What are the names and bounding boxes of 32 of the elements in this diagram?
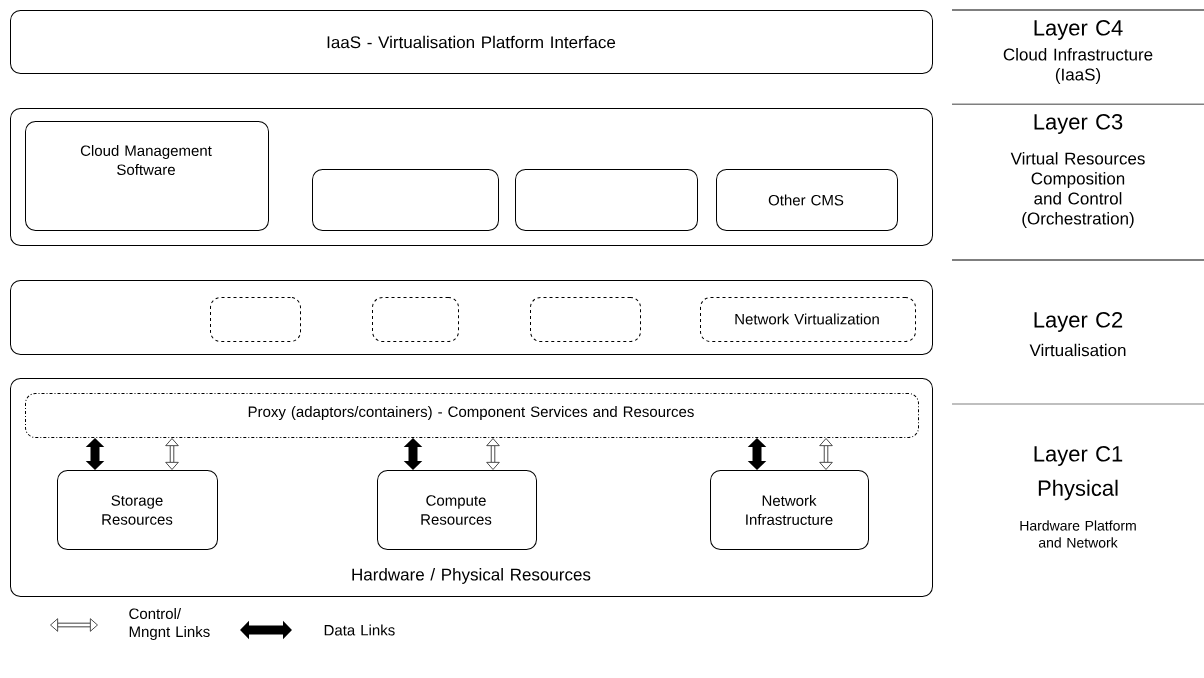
component-box: Network Infrastructure: [710, 470, 869, 550]
link-arrow: [85, 438, 105, 470]
layer-label: Physical: [1038, 479, 1118, 501]
layer-label: Layer C1: [1034, 446, 1123, 466]
layer-label: Virtual Resources Composition and Control (Orchestration): [1010, 152, 1145, 228]
interface-box: IaaS - Virtualisation Platform Interface: [10, 10, 933, 74]
link-arrow: [486, 438, 500, 470]
component-box: Other CMS: [716, 169, 898, 231]
component-box: Storage Resources: [57, 470, 218, 550]
component-box: Compute Resources: [377, 470, 537, 550]
proxy-box: Proxy (adaptors/containers) - Component Services and Resources: [25, 393, 919, 438]
link-arrow: [403, 438, 423, 470]
link-arrow: [747, 438, 767, 470]
hypervisor-box: [530, 297, 641, 342]
legend-text: Control/ Mngnt Links: [129, 608, 210, 640]
hypervisor-box: Network Virtualization: [700, 297, 916, 342]
layer-box: [10, 108, 933, 246]
hypervisor-box: [210, 297, 301, 342]
hypervisor-box: [372, 297, 459, 342]
layer-label: Layer C2: [1034, 312, 1123, 332]
legend-text: Data Links: [324, 624, 395, 636]
component-box: [515, 169, 698, 231]
layer-label: Layer C4: [1034, 20, 1123, 40]
component-box: [312, 169, 499, 231]
layer-box: [10, 280, 933, 355]
layer-label: Cloud Infrastructure (IaaS): [1003, 48, 1153, 84]
layer-label: Hardware Platform and Network: [1020, 520, 1136, 548]
link-arrow: [819, 438, 833, 470]
link-arrow: [165, 438, 179, 470]
layer-label: Virtualisation: [1029, 343, 1126, 357]
component-box: Cloud Management Software: [25, 121, 269, 231]
layer-label: Layer C3: [1034, 114, 1123, 134]
